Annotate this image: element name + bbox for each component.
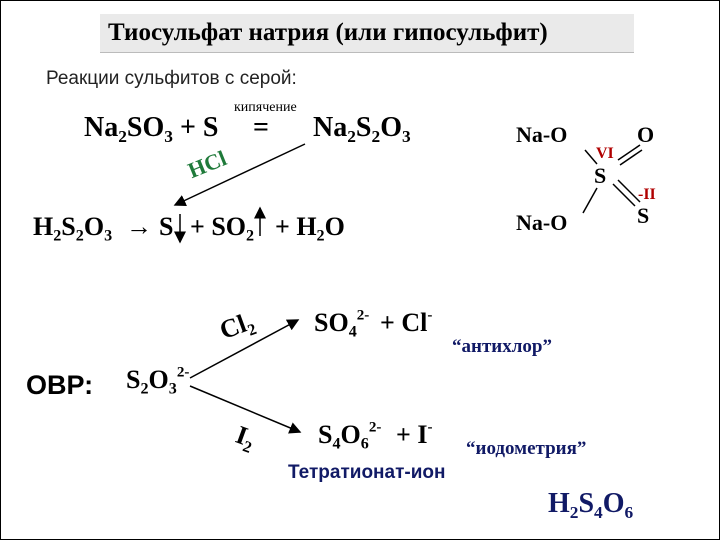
reaction2-equation: H2S2O3	[33, 212, 113, 245]
note-antichlor: “антихлор”	[452, 336, 552, 357]
reaction1-equals: =	[253, 112, 269, 143]
structure-oxygen: O	[637, 122, 655, 147]
subtitle: Реакции сульфитов с серой:	[46, 68, 297, 89]
product-chloride: + Cl-	[380, 307, 433, 337]
structure-central-sulfur: S	[594, 163, 607, 188]
note-iodometry: “иодометрия”	[466, 438, 587, 459]
sulfur-precipitate: S	[159, 212, 174, 241]
reaction1-condition: кипячение	[234, 100, 297, 115]
redox-label: ОВР:	[26, 370, 94, 400]
oxidation-state-minus-ii: -II	[638, 186, 656, 203]
product-sulfate: SO42-	[314, 307, 370, 341]
reaction1-product: Na2S2O3	[313, 112, 411, 147]
arrow-to-tetrathionate	[189, 385, 302, 434]
page-title: Тиосульфат натрия (или гипосульфит)	[108, 19, 548, 46]
double-bond-s-2	[617, 179, 641, 203]
oxidation-state-vi: VI	[596, 145, 614, 162]
double-bond-o-1	[617, 144, 641, 161]
bond-o-s-top	[584, 149, 598, 165]
structure-na-o-bottom: Na-O	[516, 210, 568, 235]
reaction2-arrow: →	[126, 212, 152, 241]
reaction1-reactants: Na2SO3 + S	[84, 112, 219, 147]
product-iodide: + I-	[396, 419, 433, 449]
structure-na-o-top: Na-O	[516, 122, 568, 147]
reaction2-so2: + SO2	[190, 212, 255, 245]
double-bond-s-1	[612, 183, 636, 207]
product-tetrathionate: S4O62-	[318, 419, 382, 453]
bond-o-s-bottom	[582, 187, 598, 214]
tetrathionic-acid: H2S4O6	[548, 488, 634, 523]
structure-terminal-sulfur: S	[637, 203, 650, 228]
reaction2-water: + H2O	[275, 212, 345, 245]
hcl-arrow	[173, 143, 306, 206]
title-box	[100, 14, 634, 53]
thiosulfate-ion: S2O32-	[126, 364, 190, 398]
tetrathionate-ion-name: Тетратионат-ион	[288, 462, 446, 483]
double-bond-o-2	[619, 149, 643, 166]
arrow-to-sulfate	[189, 319, 300, 379]
